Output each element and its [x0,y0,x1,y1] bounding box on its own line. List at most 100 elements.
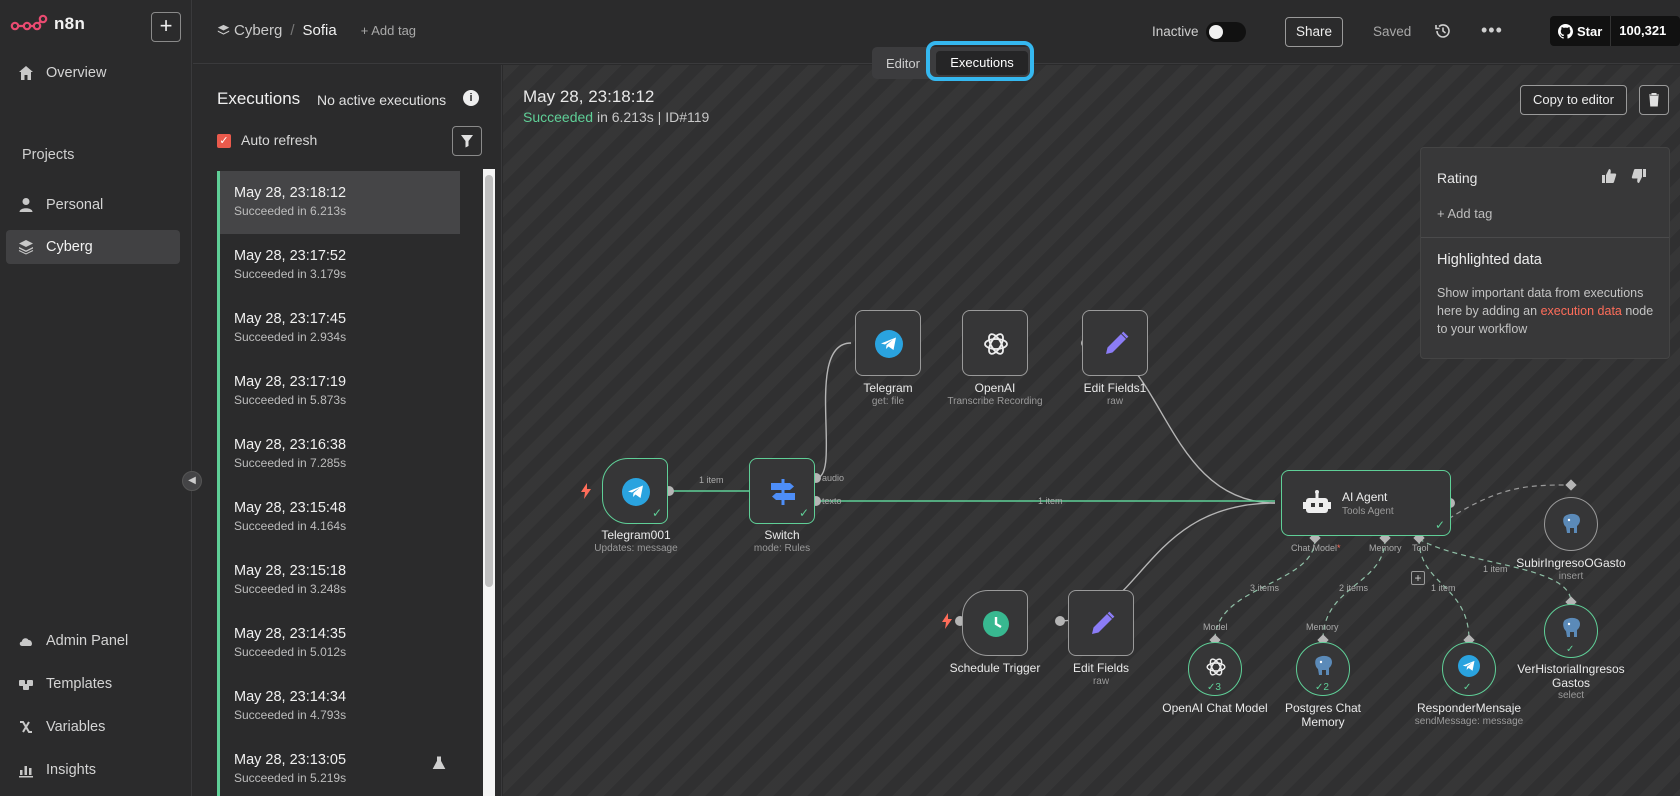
execution-status: Succeeded [523,109,594,125]
clock-icon [983,611,1009,637]
sidebar-item-label: Templates [46,676,113,692]
toggle-knob [1209,25,1223,39]
execution-result: Succeeded in 2.934s [234,330,347,344]
node-subir-ingreso-o-gasto[interactable] [1544,497,1598,551]
trigger-bolt-icon [581,483,591,499]
edge-label: 2 items [1339,583,1369,593]
share-button[interactable]: Share [1285,17,1343,47]
github-star: Star [1550,16,1612,46]
node-subtitle: raw [1092,676,1110,687]
sidebar-item-overview[interactable]: Overview [6,56,180,90]
info-icon[interactable]: i [463,90,479,106]
node-ai-agent[interactable]: AI Agent Tools Agent ✓ [1281,470,1451,536]
filter-button[interactable] [452,126,482,156]
execution-time: May 28, 23:17:45 [234,311,347,327]
sidebar-item-label: Overview [46,65,107,81]
telegram-icon [875,330,903,358]
node-edit-fields1[interactable] [1082,310,1148,376]
executions-scrollbar[interactable] [483,169,495,796]
delete-execution-button[interactable] [1639,85,1669,115]
node-telegram[interactable] [855,310,921,376]
add-tool-button[interactable]: + [1411,571,1425,585]
filter-icon [461,135,473,148]
port-label-memory: Memory [1369,543,1402,553]
more-options-icon[interactable]: ••• [1481,20,1503,40]
executions-panel: Executions No active executions i ✓ Auto… [193,65,502,796]
tab-executions[interactable]: Executions [936,51,1028,75]
node-edit-fields[interactable] [1068,590,1134,656]
activation-toggle[interactable] [1206,22,1246,42]
n8n-logo-icon [10,14,48,31]
node-openai[interactable] [962,310,1028,376]
thumbs-up-icon[interactable] [1601,168,1617,184]
scrollbar-thumb[interactable] [485,175,493,587]
node-ver-historial-ingresos-gastos[interactable]: ✓ [1544,604,1598,658]
breadcrumb-separator: / [290,22,295,39]
copy-to-editor-button[interactable]: Copy to editor [1520,85,1627,115]
execution-time: May 28, 23:16:38 [234,437,347,453]
collapse-sidebar-button[interactable]: ◀ [182,471,202,491]
card-add-tag-link[interactable]: + Add tag [1437,206,1493,221]
sidebar: n8n + Overview Projects Personal Cyberg … [0,0,192,796]
trash-icon [1649,93,1659,107]
mode-switch: Editor Executions [872,47,1034,79]
node-postgres-chat-memory[interactable]: ✓2 [1296,642,1350,696]
thumbs-down-icon[interactable] [1631,168,1647,184]
github-star-button[interactable]: Star 100,321 [1550,16,1680,46]
execution-time: May 28, 23:14:35 [234,626,347,642]
switch-output-audio: audio [822,473,845,483]
success-check-icon: ✓ [798,506,809,520]
tab-editor[interactable]: Editor [886,56,920,71]
app-logo[interactable]: n8n [10,14,85,34]
workflow-name[interactable]: Sofia [302,22,337,39]
flask-icon[interactable] [432,756,446,770]
node-responder-mensaje[interactable]: ✓ [1442,642,1496,696]
chart-bar-icon [19,766,33,778]
node-openai-chat-model[interactable]: ✓3 [1188,642,1242,696]
layers-icon [217,24,230,35]
node-subtitle: Transcribe Recording [947,396,1043,407]
workflow-canvas[interactable]: May 28, 23:18:12 Succeeded in 6.213s | I… [503,65,1680,796]
execution-result: Succeeded in 5.219s [234,771,347,785]
success-check-icon: ✓ [1434,518,1445,532]
execution-data-link[interactable]: execution data [1540,304,1622,318]
add-tag-link[interactable]: + Add tag [360,23,417,38]
sidebar-item-admin-panel[interactable]: Admin Panel [6,624,180,658]
node-schedule-trigger[interactable] [962,590,1028,656]
port-label-tool: Tool [1412,543,1429,553]
node-subtitle: raw [1106,396,1124,407]
history-icon[interactable] [1434,22,1452,40]
breadcrumb: Cyberg / Sofia + Add tag [217,22,416,39]
sidebar-item-variables[interactable]: Variables [6,710,180,744]
success-check-icon: ✓ [1566,644,1575,655]
node-subtitle: select [1557,690,1585,701]
execution-time: May 28, 23:17:19 [234,374,347,390]
sidebar-item-cyberg[interactable]: Cyberg [6,230,180,264]
execution-result: Succeeded in 3.179s [234,267,347,281]
node-telegram001[interactable]: ✓ [602,458,668,524]
sidebar-item-insights[interactable]: Insights [6,753,180,787]
sidebar-item-personal[interactable]: Personal [6,188,180,222]
auto-refresh-checkbox[interactable]: ✓ [217,134,231,148]
create-button[interactable]: + [151,12,181,42]
github-star-count: 100,321 [1619,23,1667,38]
breadcrumb-project[interactable]: Cyberg [217,22,282,39]
focus-highlight-ring [926,41,1034,81]
node-switch[interactable]: ✓ [749,458,815,524]
node-subtitle: insert [1558,571,1584,582]
saved-status: Saved [1373,24,1412,39]
sidebar-item-templates[interactable]: Templates [6,667,180,701]
telegram-icon [622,478,650,506]
node-name: OpenAI [974,381,1016,395]
